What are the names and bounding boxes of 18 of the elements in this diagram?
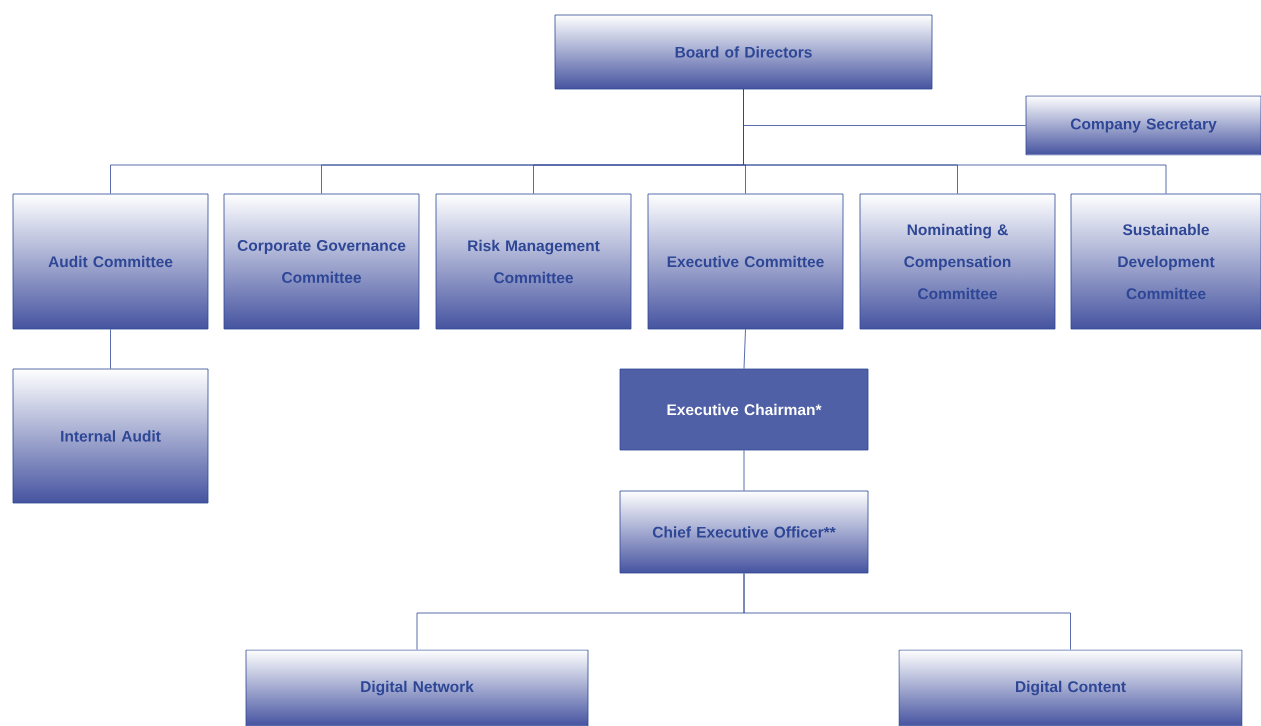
connector-line [743, 450, 745, 491]
org-box: Executive Committee [647, 193, 844, 330]
org-box: Chief Executive Officer** [619, 490, 869, 574]
org-box: Internal Audit [12, 368, 209, 504]
org-box: Nominating & Compensation Committee [859, 193, 1056, 330]
org-box: Company Secretary [1025, 95, 1261, 156]
connector-line [743, 329, 746, 369]
connector-line [743, 573, 1071, 650]
org-box: Audit Committee [12, 193, 209, 330]
connector-line [743, 89, 1167, 194]
highlighted-box: Executive Chairman* [619, 368, 869, 451]
org-box: Risk Management Committee [435, 193, 632, 330]
org-box: Corporate Governance Committee [223, 193, 420, 330]
org-box: Digital Content [898, 649, 1243, 726]
connector-line [110, 329, 111, 369]
org-box: Board of Directors [554, 14, 933, 90]
org-box: Digital Network [245, 649, 589, 726]
org-box: Sustainable Development Committee [1070, 193, 1261, 330]
